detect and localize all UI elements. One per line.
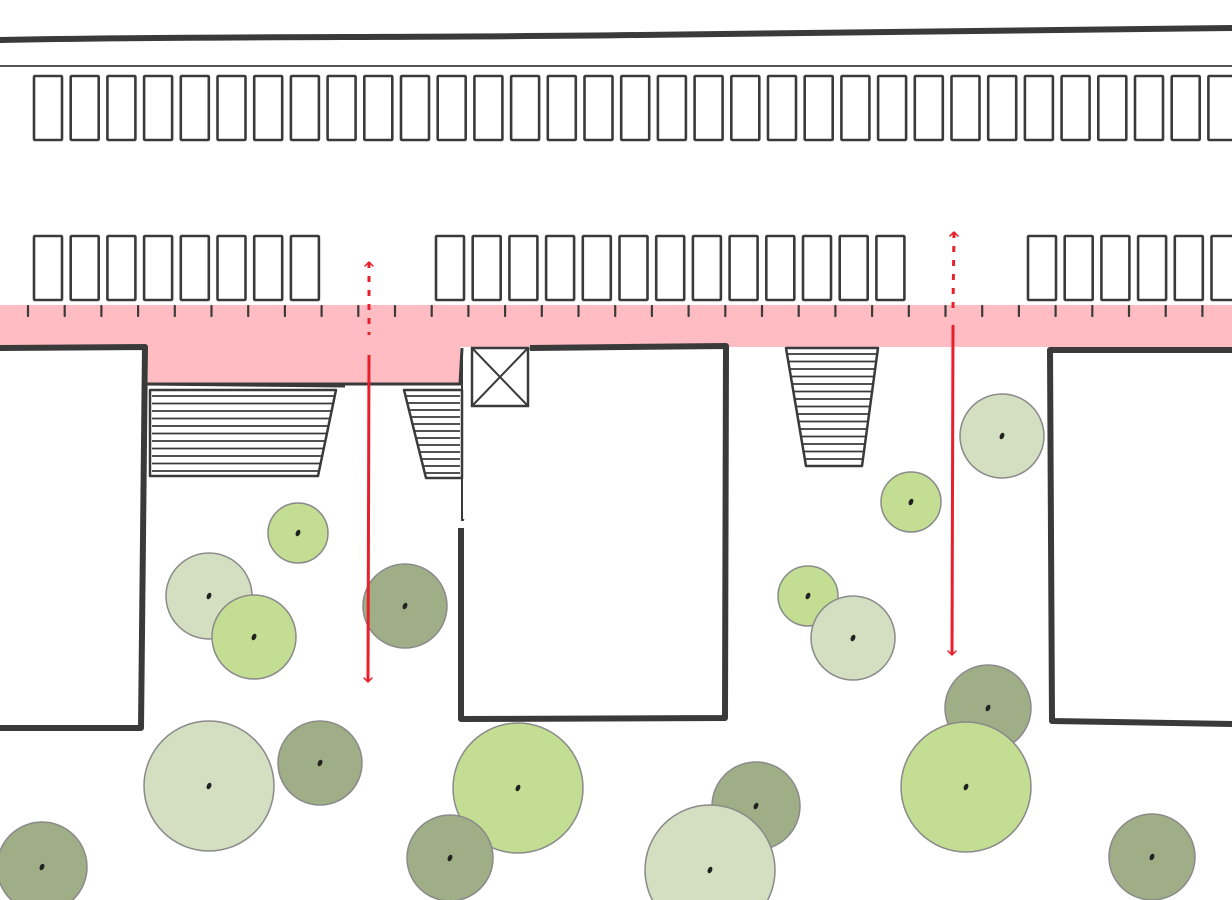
tree-trunk-dot (295, 529, 301, 537)
parking-stall (728, 234, 759, 302)
building-left (0, 344, 464, 731)
parking-stall (840, 74, 871, 142)
parking-stall (436, 74, 468, 142)
stair-wide (148, 388, 338, 478)
parking-stall (764, 234, 796, 302)
parking-stall (508, 234, 539, 302)
parking-stall (766, 74, 798, 142)
building-center (458, 343, 729, 722)
parking-stall (1136, 234, 1168, 302)
parking-stall (216, 234, 247, 302)
parking-stall (142, 74, 174, 142)
tree-canopy (644, 804, 776, 900)
stair-narrow (402, 388, 464, 480)
elevator-core (470, 346, 530, 408)
parking-row-top (32, 74, 1232, 142)
parking-stall (803, 74, 835, 142)
stair-outline (402, 388, 464, 480)
parking-stall (1207, 74, 1232, 142)
tree-canopy (0, 821, 88, 900)
walkway (0, 304, 1232, 384)
parking-stall (289, 74, 321, 142)
parking-stall (142, 234, 174, 302)
parking-stall (619, 74, 651, 142)
parking-stall (252, 74, 284, 142)
parking-stall (179, 234, 211, 302)
parking-stall (69, 234, 100, 302)
parking-stall (1100, 234, 1131, 302)
parking-stall (656, 74, 688, 142)
tree-trunk-dot (999, 432, 1005, 440)
parking-stall (1210, 234, 1232, 302)
parking-stall (1063, 234, 1094, 302)
tree-trunk-dot (1149, 853, 1155, 861)
tree-trunk-dot (850, 634, 856, 642)
parking-stall (546, 74, 578, 142)
access-arrow-right (947, 231, 959, 656)
tree-trunk-dot (447, 854, 453, 862)
parking-stall (654, 234, 686, 302)
tree-trunk-dot (39, 863, 45, 871)
trees (0, 393, 1196, 900)
parking-stall (399, 74, 431, 142)
parking-stall (876, 74, 908, 142)
parking-stall (729, 74, 761, 142)
parking-stall (1060, 74, 1091, 142)
tree-trunk-dot (402, 602, 408, 610)
parking-stall (69, 74, 100, 142)
parking-stall (32, 234, 64, 302)
parking-stall (473, 74, 504, 142)
tree-trunk-dot (251, 633, 257, 641)
parking-stall (32, 74, 64, 142)
tree-trunk-dot (707, 866, 713, 874)
parking-stall (326, 74, 357, 142)
parking-stall (544, 234, 576, 302)
tree-trunk-dot (753, 802, 759, 810)
parking-stall (1097, 74, 1128, 142)
parking-stall (1026, 234, 1058, 302)
parking-stall (838, 234, 870, 302)
tree-trunk-dot (985, 704, 991, 712)
parking-stall (252, 234, 284, 302)
parking-stall (216, 74, 247, 142)
tree-trunk-dot (206, 592, 212, 600)
tree-trunk-dot (317, 759, 323, 767)
parking-stall (801, 234, 833, 302)
parking-stall (362, 74, 394, 142)
parking-stall (1173, 234, 1205, 302)
tree-trunk-dot (908, 498, 914, 506)
road-edge (0, 25, 1232, 69)
parking-stall (471, 234, 503, 302)
parking-stall (1170, 74, 1201, 142)
tree-trunk-dot (805, 592, 811, 600)
parking-stall (106, 74, 137, 142)
building-right (1047, 347, 1232, 727)
access-arrow-left (363, 261, 374, 683)
parking-stall (289, 234, 321, 302)
parking-stall (179, 74, 211, 142)
parking-stall (691, 234, 723, 302)
parking-stall (581, 234, 613, 302)
parking-stall (1133, 74, 1165, 142)
parking-stall (913, 74, 945, 142)
parking-stall (618, 234, 649, 302)
parking-stall (693, 74, 724, 142)
parking-stall (434, 234, 466, 302)
parking-row-middle (32, 234, 1232, 302)
parking-stall (583, 74, 614, 142)
parking-stall (950, 74, 981, 142)
parking-stall (986, 74, 1018, 142)
tree-trunk-dot (206, 782, 212, 790)
parking-stall (106, 234, 137, 302)
tree-trunk-dot (963, 783, 969, 791)
walkway-ticks (26, 304, 1204, 318)
stair-right (784, 346, 880, 468)
parking-stall (875, 234, 906, 302)
parking-stall (509, 74, 541, 142)
tree-trunk-dot (515, 784, 521, 792)
parking-stall (1023, 74, 1055, 142)
